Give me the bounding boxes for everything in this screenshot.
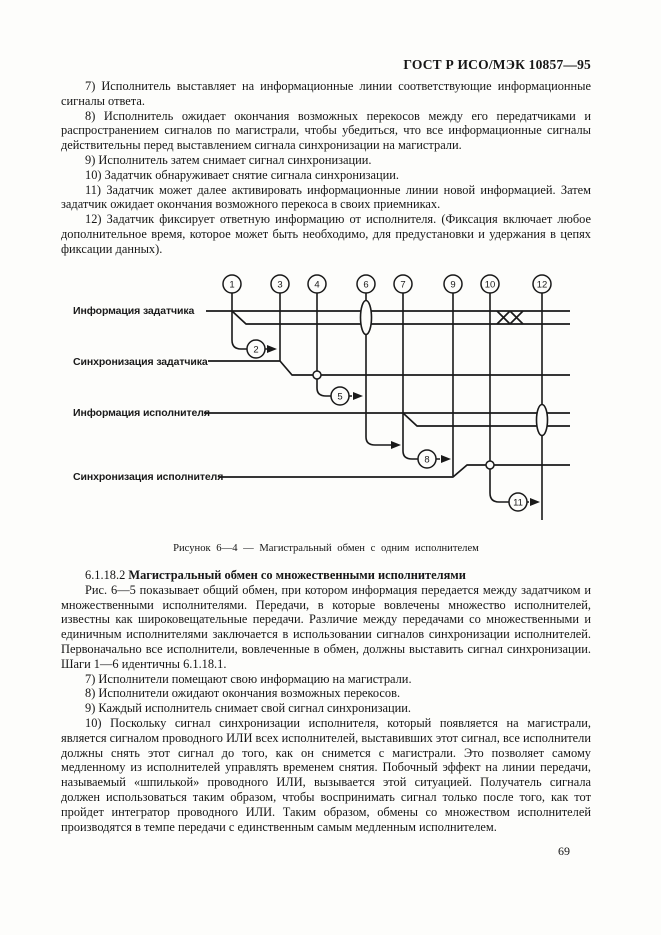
timeline-circle-12 bbox=[532, 274, 552, 294]
timeline-circle-1 bbox=[222, 274, 242, 294]
timeline-number-10: 10 bbox=[485, 280, 496, 291]
timeline-circle-7 bbox=[393, 274, 413, 294]
page-header: ГОСТ Р ИСО/МЭК 10857—95 bbox=[403, 57, 591, 72]
figure-caption: Рисунок 6—4 — Магистральный обмен с одни… bbox=[173, 543, 479, 554]
path-4-to-5 bbox=[316, 379, 352, 397]
master-sync-line bbox=[208, 360, 570, 376]
timing-diagram-figure-6-4: 1 3 4 6 7 9 10 12 2 5 8 11 bbox=[73, 274, 570, 520]
page-number: 69 bbox=[558, 844, 570, 858]
sequence-circle-8 bbox=[417, 449, 437, 469]
sequence-circle-5 bbox=[330, 386, 350, 406]
section-heading: 6.1.18.2 Магистральный обмен со множеств… bbox=[61, 568, 591, 583]
data-change-cross-mark bbox=[496, 310, 524, 325]
sequence-number-5: 5 bbox=[337, 392, 342, 403]
timeline-number-4: 4 bbox=[314, 280, 319, 291]
timeline-stems bbox=[231, 293, 543, 520]
master-info-line-bottom bbox=[231, 310, 570, 325]
sequence-circle-2 bbox=[246, 339, 266, 359]
section-heading-number: 6.1.18.2 bbox=[85, 568, 126, 582]
path-10-to-11 bbox=[489, 469, 529, 503]
timeline-circle-4 bbox=[307, 274, 327, 294]
sequence-number-11: 11 bbox=[513, 498, 523, 509]
step-paragraph-11: 11) Задатчик может далее активировать ин… bbox=[61, 182, 591, 212]
timeline-circle-10 bbox=[480, 274, 500, 294]
step-paragraph-8: 8) Исполнитель ожидает окончания возможн… bbox=[61, 108, 591, 153]
section-steps-7-12: 7) Исполнитель выставляет на информацион… bbox=[61, 79, 591, 257]
step-paragraph-10b: 10) Поскольку сигнал синхронизации испол… bbox=[61, 715, 591, 834]
step-paragraph-7: 7) Исполнитель выставляет на информацион… bbox=[61, 79, 591, 108]
latch-oval-slave-info bbox=[535, 403, 549, 437]
step-paragraph-12: 12) Задатчик фиксирует ответную информац… bbox=[61, 212, 591, 256]
signal-lines bbox=[204, 310, 570, 478]
latch-oval-master-info bbox=[359, 299, 373, 336]
timeline-number-12: 12 bbox=[537, 280, 548, 291]
node-on-master-sync bbox=[312, 370, 322, 380]
label-slave-info: Информация исполнителя bbox=[73, 407, 210, 419]
stem-1-to-2 bbox=[231, 293, 267, 350]
step-paragraph-7b: 7) Исполнители помещают свою информацию … bbox=[85, 671, 412, 686]
timeline-circle-6 bbox=[356, 274, 376, 294]
body-paragraph: Рис. 6—5 показывает общий обмен, при кот… bbox=[61, 582, 591, 671]
sequence-circle-11 bbox=[508, 492, 528, 512]
timeline-number-6: 6 bbox=[363, 280, 368, 291]
timeline-number-3: 3 bbox=[277, 280, 282, 291]
timeline-circles: 1 3 4 6 7 9 10 12 bbox=[222, 274, 552, 294]
arrow-8-to-9 bbox=[441, 455, 451, 463]
arrow-11-to-12 bbox=[530, 498, 540, 506]
slave-sync-line bbox=[219, 464, 570, 478]
step-paragraph-10: 10) Задатчик обнаруживает снятие сигнала… bbox=[85, 167, 399, 182]
slave-info-line-bottom bbox=[402, 412, 570, 427]
sequence-circles: 2 5 8 11 bbox=[246, 339, 528, 512]
timeline-circle-9 bbox=[443, 274, 463, 294]
timeline-circle-3 bbox=[270, 274, 290, 294]
step-paragraph-8b: 8) Исполнители ожидают окончания возможн… bbox=[85, 686, 401, 701]
sequence-number-8: 8 bbox=[424, 455, 429, 466]
label-master-sync: Синхронизация задатчика bbox=[73, 356, 208, 368]
timeline-number-9: 9 bbox=[450, 280, 455, 291]
stem-7-to-8 bbox=[402, 293, 440, 460]
arrow-5-to-6 bbox=[353, 392, 363, 400]
timeline-number-1: 1 bbox=[229, 280, 234, 291]
arrowheads bbox=[267, 345, 540, 506]
stem-6-to-7 bbox=[365, 293, 391, 446]
label-slave-sync: Синхронизация исполнителя bbox=[73, 471, 223, 483]
sequence-number-2: 2 bbox=[253, 345, 258, 356]
arrow-2-to-3 bbox=[267, 345, 277, 353]
label-master-info: Информация задатчика bbox=[73, 305, 195, 317]
section-6-1-18-2: 6.1.18.2 Магистральный обмен со множеств… bbox=[61, 568, 591, 834]
timeline-number-7: 7 bbox=[400, 280, 405, 291]
arrow-6-to-7 bbox=[391, 441, 401, 449]
step-paragraph-9: 9) Исполнитель затем снимает сигнал синх… bbox=[85, 152, 372, 167]
node-on-slave-sync bbox=[485, 460, 495, 470]
signal-labels: Информация задатчика Синхронизация задат… bbox=[73, 305, 223, 483]
step-paragraph-9b: 9) Каждый исполнитель снимает свой сигна… bbox=[85, 701, 411, 716]
section-heading-title: Магистральный обмен со множественными ис… bbox=[128, 568, 466, 582]
